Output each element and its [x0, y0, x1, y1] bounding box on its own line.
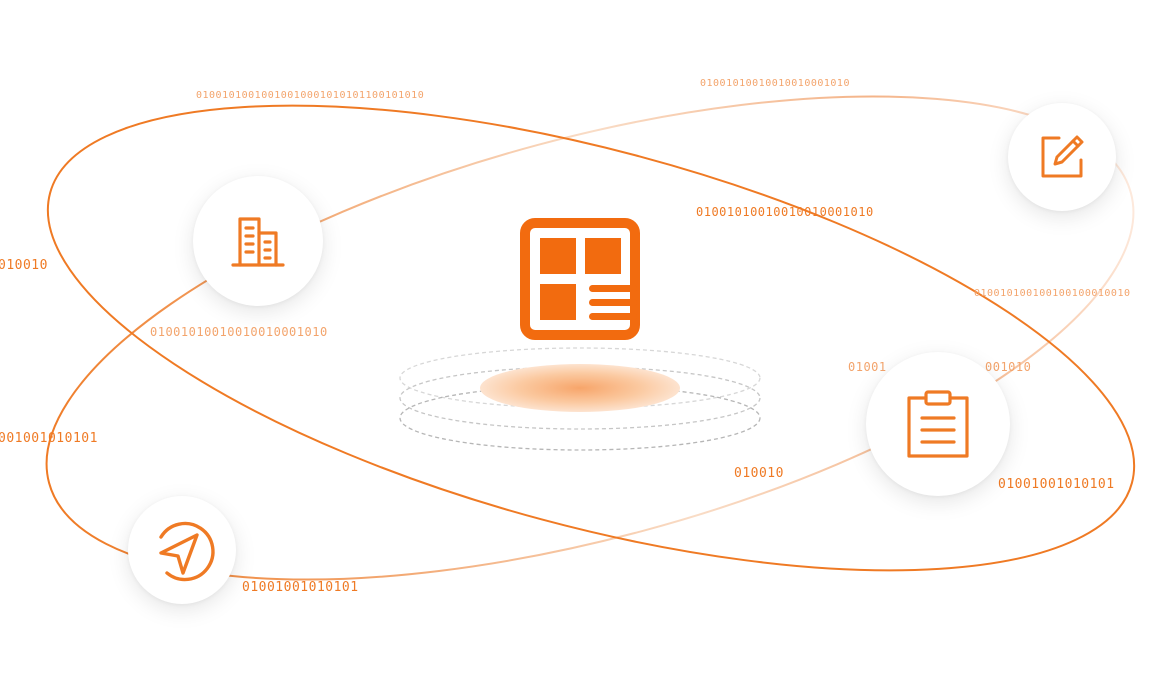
- building-icon: [231, 217, 285, 267]
- clipboard-node: [866, 352, 1010, 496]
- navigation-icon: [159, 521, 215, 582]
- binary-text-far-right: 010010100100100100010010: [974, 288, 1131, 299]
- dashboard-layout-icon: [520, 218, 640, 340]
- binary-text-left-edge-lower: 001001010101: [0, 431, 98, 446]
- binary-text-left-edge-upper: 010010: [0, 258, 48, 273]
- navigation-node: [128, 496, 236, 604]
- binary-text-right-a: 01001: [848, 360, 887, 374]
- binary-text-mid-left: 01001010010010010001010: [150, 325, 328, 339]
- clipboard-icon: [907, 390, 969, 458]
- binary-text-below-clipboard: 01001001010101: [998, 477, 1115, 492]
- edit-node: [1008, 103, 1116, 211]
- binary-text-middle-right: 01001010010010010001010: [696, 205, 874, 219]
- building-node: [193, 176, 323, 306]
- orbit-ring-main: [46, 104, 1136, 572]
- platform-disc: [480, 364, 680, 412]
- binary-text-nav-right: 01001001010101: [242, 580, 359, 595]
- binary-text-top-right: 01001010010010010001010: [700, 78, 850, 89]
- binary-text-top-left: 01001010010010010001010101100101010: [196, 90, 425, 101]
- edit-icon: [1041, 135, 1084, 178]
- binary-text-right-b: 001010: [985, 360, 1032, 374]
- binary-text-center-bottom: 010010: [734, 466, 784, 481]
